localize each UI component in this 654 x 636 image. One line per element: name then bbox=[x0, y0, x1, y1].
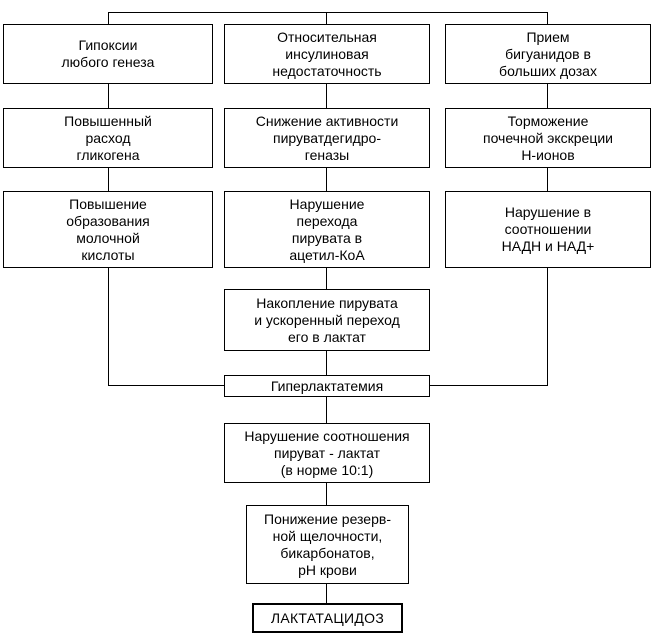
lactic-acidosis-box: ЛАКТАТАЦИДОЗ bbox=[252, 603, 403, 633]
glycogen-consumption-box: Повышенный расход гликогена bbox=[3, 108, 213, 168]
renal-excretion-box: Торможение почечной экскреции Н-ионов bbox=[445, 108, 651, 168]
pyruvate-lactate-ratio-box: Нарушение соотношения пируват - лактат (… bbox=[224, 423, 430, 483]
pyruvate-accumulation-box: Накопление пирувата и ускоренный переход… bbox=[224, 289, 430, 351]
nadh-nad-ratio-box: Нарушение в соотношении НАДН и НАД+ bbox=[445, 191, 651, 268]
pyruvate-acetyl-coa-box: Нарушение перехода пирувата в ацетил-КоА bbox=[224, 191, 430, 268]
hyperlactatemia-box: Гиперлактатемия bbox=[224, 375, 430, 397]
insulin-insufficiency-box: Относительная инсулиновая недостаточност… bbox=[224, 24, 430, 84]
biguanides-box: Прием бигуанидов в больших дозах bbox=[445, 24, 651, 84]
pdh-activity-box: Снижение активности пируватдегидро- гена… bbox=[224, 108, 430, 168]
hypoxia-box: Гипоксии любого генеза bbox=[3, 24, 213, 84]
lactic-acid-formation-box: Повышение образования молочной кислоты bbox=[3, 191, 213, 268]
alkaline-reserve-box: Понижение резерв- ной щелочности, бикарб… bbox=[246, 505, 409, 584]
